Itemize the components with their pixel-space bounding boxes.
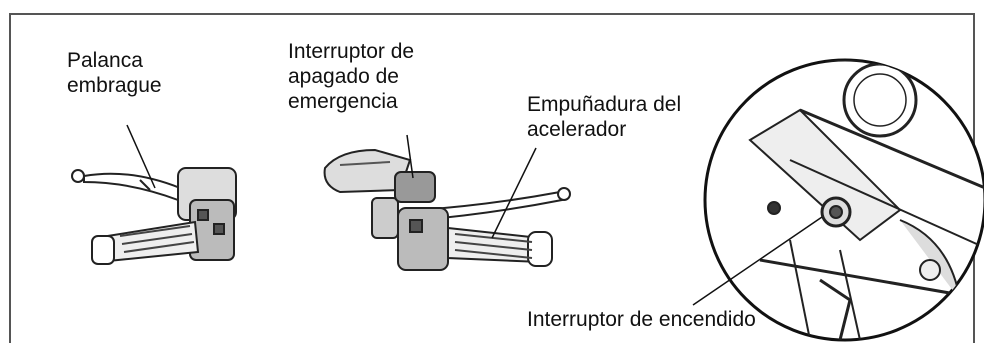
throttle-label-line-1: Empuñadura del [527, 93, 682, 116]
clutch-leader-line [126, 124, 156, 189]
left-handlebar-illustration [71, 167, 237, 265]
right-handlebar-illustration [323, 148, 571, 271]
ignition-detail-circle [703, 58, 984, 342]
clutch-label-line-2: embrague [67, 74, 162, 97]
kill-switch-label-line-1: Interruptor de [288, 40, 415, 63]
ignition-leader-line [692, 216, 823, 306]
kill-switch-leader-line [406, 134, 414, 179]
clutch-lever-label: Palanca embrague [67, 48, 162, 98]
ignition-switch-label: Interruptor de encendido [527, 308, 756, 331]
kill-switch-label: Interruptor de apagado de emergencia [288, 39, 414, 114]
throttle-grip-label: Empuñadura del acelerador [527, 92, 681, 142]
throttle-leader-line [491, 147, 537, 239]
kill-switch-label-line-3: emergencia [288, 90, 398, 113]
throttle-label-line-2: acelerador [527, 118, 627, 141]
clutch-label-line-1: Palanca [67, 49, 143, 72]
kill-switch-label-line-2: apagado de [288, 65, 399, 88]
